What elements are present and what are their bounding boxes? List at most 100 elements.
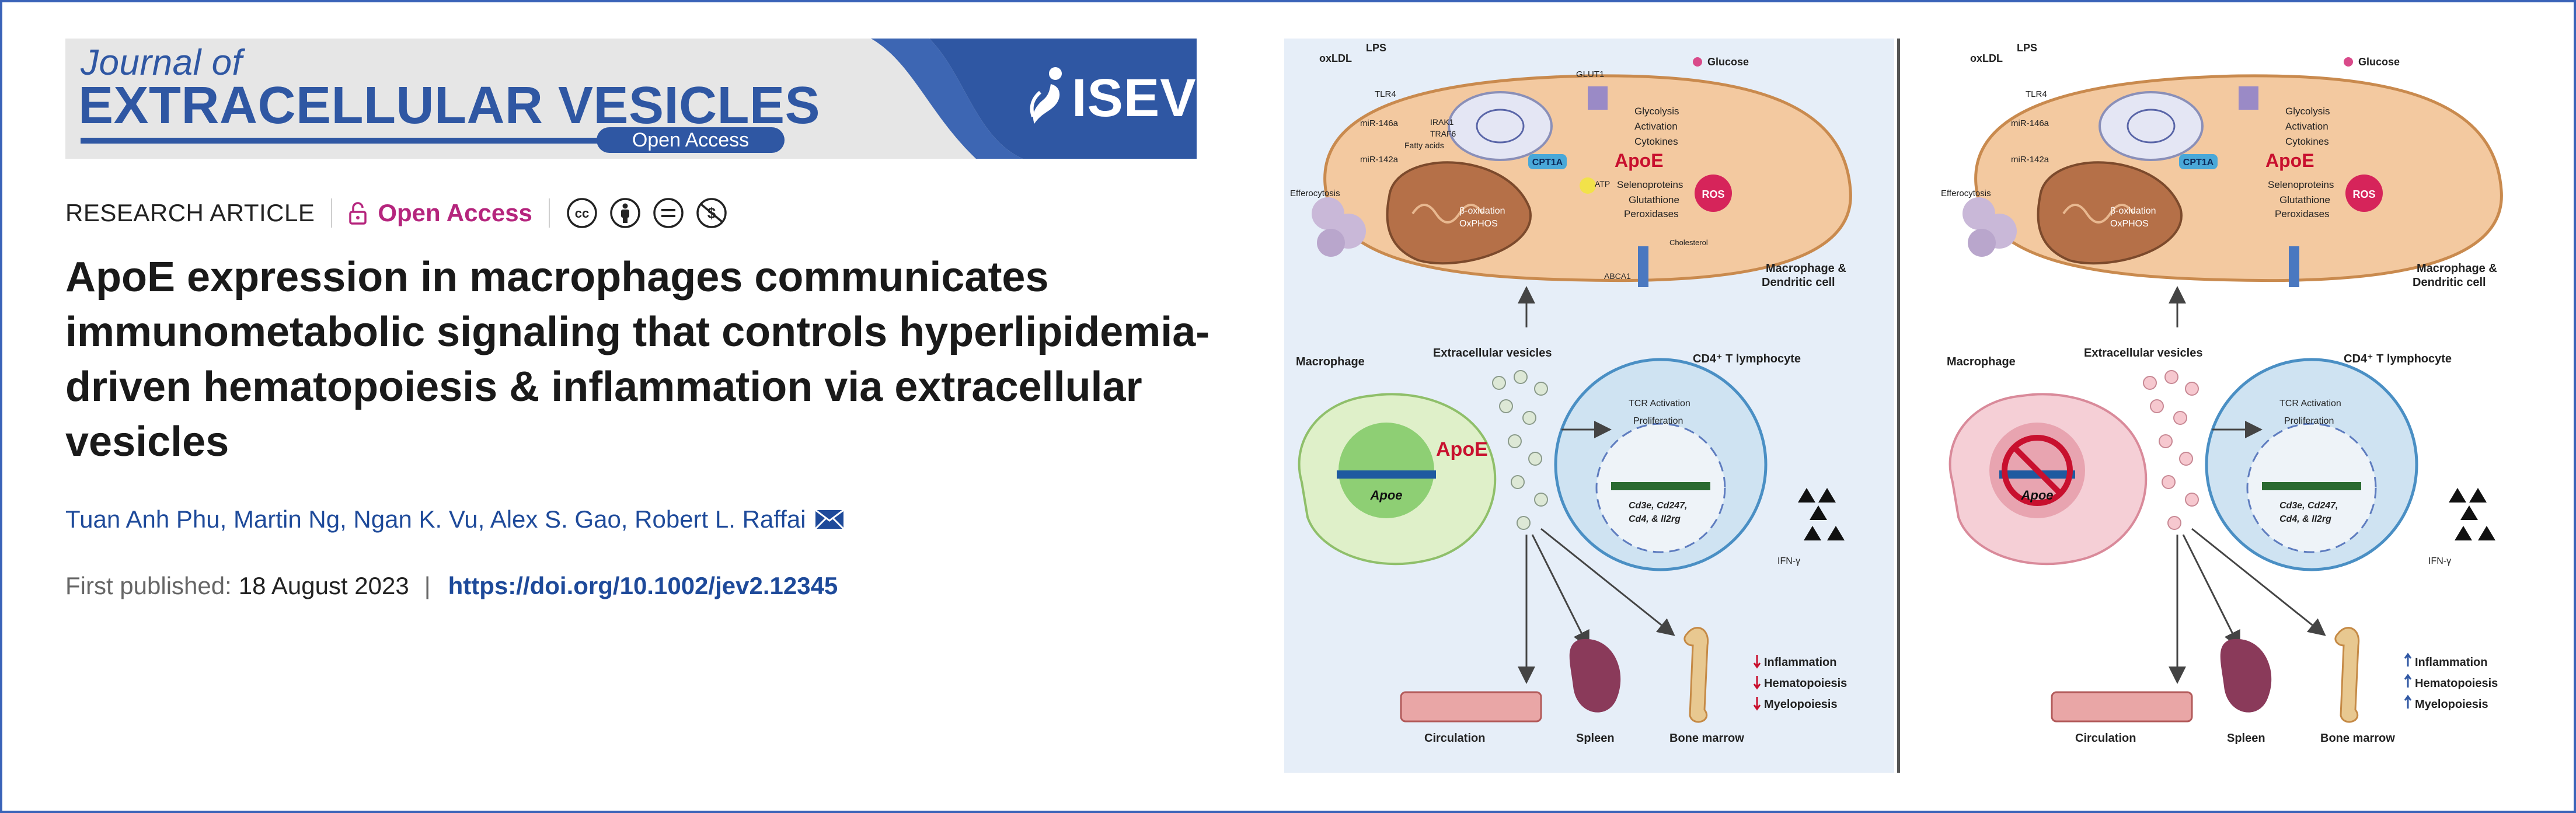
license-icons[interactable]: cc $ [566, 197, 727, 229]
by-attribution-icon[interactable] [609, 197, 641, 229]
left-mac-dc-cell: ROS oxLDL LPS TLR4 GLUT1 Glucose miR-146… [1290, 42, 1852, 289]
glycolysis-label-right: Glycolysis [2285, 106, 2330, 117]
traf6-label: TRAF6 [1430, 129, 1456, 138]
cpt1a-label: CPT1A [1532, 158, 1563, 168]
first-published-date: 18 August 2023 [238, 572, 409, 599]
glutathione-label-right: Glutathione [2279, 194, 2330, 205]
cc-icon[interactable]: cc [566, 197, 598, 229]
genes-label-line1-right: Cd3e, Cd247, [2279, 501, 2338, 511]
apoe-secreted-label: ApoE [1436, 438, 1488, 460]
author-link[interactable]: Martin Ng [233, 505, 340, 533]
ev-label-right: Extracellular vesicles [2084, 347, 2202, 360]
author-separator: , [621, 505, 635, 533]
first-published-label: First published: [65, 572, 232, 599]
genes-label-line2: Cd4, & Il2rg [1629, 514, 1681, 524]
journal-banner[interactable]: Journal of EXTRACELLULAR VESICLES Open A… [65, 39, 1197, 159]
bone-marrow-label-right: Bone marrow [2320, 732, 2395, 745]
tcell-label-right: CD4⁺ T lymphocyte [2344, 353, 2452, 365]
mac-dc-label-right: Macrophage & [2417, 262, 2497, 275]
mac-dc-label: Macrophage & [1766, 262, 1846, 275]
ifn-gamma-label: IFN-γ [1777, 556, 1800, 566]
macrophage-label-right: Macrophage [1947, 355, 2016, 368]
peroxidases-label: Peroxidases [1624, 208, 1679, 219]
article-meta-row: RESEARCH ARTICLE Open Access cc $ [65, 193, 727, 233]
peroxidases-label-right: Peroxidases [2275, 208, 2330, 219]
nc-non-commercial-icon[interactable]: $ [696, 197, 727, 229]
author-link[interactable]: Robert L. Raffai [635, 505, 806, 533]
apoe-gene-label: Apoe [1370, 488, 1403, 503]
cytokines-label: Cytokines [1634, 136, 1678, 147]
journal-name-line2: EXTRACELLULAR VESICLES [78, 76, 821, 135]
cytokines-label-right: Cytokines [2285, 136, 2329, 147]
myelopoiesis-label-right: Myelopoiesis [2415, 698, 2488, 711]
envelope-icon[interactable] [814, 509, 845, 530]
journal-name-line1: Journal of [81, 43, 243, 83]
left-organs: Circulation Spleen Bone marrow Inflammat… [1400, 627, 1847, 745]
author-separator: , [477, 505, 490, 533]
author-link[interactable]: Ngan K. Vu [353, 505, 478, 533]
author-names[interactable]: Tuan Anh Phu, Martin Ng, Ngan K. Vu, Ale… [65, 505, 806, 533]
inflammation-label-right: Inflammation [2415, 656, 2487, 669]
oxphos-label: OxPHOS [1459, 219, 1498, 229]
selenoproteins-label-right: Selenoproteins [2268, 179, 2334, 190]
nd-no-derivatives-icon[interactable] [653, 197, 684, 229]
open-access-label[interactable]: Open Access [378, 199, 532, 226]
apoe-gene-label-right: Apoe [2021, 488, 2054, 503]
spleen-label: Spleen [1576, 732, 1615, 745]
spleen-label-right: Spleen [2227, 732, 2265, 745]
efferocytosis-label: Efferocytosis [1290, 189, 1340, 198]
macrophage-label: Macrophage [1296, 355, 1365, 368]
author-separator: , [219, 505, 233, 533]
author-separator: , [340, 505, 354, 533]
tlr4-label-right: TLR4 [2026, 89, 2047, 99]
abca1-label: ABCA1 [1604, 271, 1631, 281]
mir146a-label-right: miR-146a [2011, 118, 2049, 128]
author-list: Tuan Anh Phu, Martin Ng, Ngan K. Vu, Ale… [65, 505, 845, 533]
banner-wave-shape [871, 39, 1197, 159]
glycolysis-label: Glycolysis [1634, 106, 1679, 117]
tcr-label: TCR Activation [1629, 399, 1690, 409]
author-link[interactable]: Tuan Anh Phu [65, 505, 220, 533]
mir146a-label: miR-146a [1360, 118, 1399, 128]
meta-divider [331, 198, 333, 228]
open-access-pill: Open Access [597, 127, 785, 153]
isev-logo[interactable]: ISEV [1027, 65, 1196, 130]
svg-text:cc: cc [575, 206, 589, 221]
article-type: RESEARCH ARTICLE [65, 199, 315, 226]
left-organ-arrows [1518, 528, 1675, 684]
proliferation-label-right: Proliferation [2284, 416, 2334, 426]
left-nucleus [1448, 91, 1553, 161]
myelopoiesis-label: Myelopoiesis [1764, 698, 1838, 711]
irak1-label: IRAK1 [1430, 117, 1454, 127]
inflammation-label: Inflammation [1764, 656, 1836, 669]
journal-underline [81, 138, 620, 144]
fatty-acids-label: Fatty acids [1404, 141, 1444, 150]
tcell-label: CD4⁺ T lymphocyte [1693, 353, 1801, 365]
cpt1a-label-right: CPT1A [2183, 158, 2214, 168]
tcr-label-right: TCR Activation [2279, 399, 2341, 409]
tlr4-label: TLR4 [1375, 89, 1396, 99]
ifn-gamma-label-right: IFN-γ [2428, 556, 2451, 566]
glucose-label-right: Glucose [2358, 56, 2400, 68]
left-t-cell: CD4⁺ T lymphocyte TCR Activation Prolife… [1554, 353, 1845, 571]
graphical-abstract[interactable]: ROS oxLDL LPS TLR4 GLUT1 Glucose miR-146… [1284, 39, 2565, 773]
doi-link[interactable]: https://doi.org/10.1002/jev2.12345 [448, 572, 838, 599]
hematopoiesis-label: Hematopoiesis [1764, 677, 1847, 690]
hematopoiesis-label-right: Hematopoiesis [2415, 677, 2498, 690]
activation-label-right: Activation [2285, 121, 2328, 132]
mir142a-label: miR-142a [1360, 155, 1399, 165]
mac-dc-label-line2: Dendritic cell [1762, 276, 1835, 289]
lps-label-right: LPS [2017, 42, 2037, 54]
isev-wordmark: ISEV [1072, 68, 1197, 128]
oxldl-label: oxLDL [1319, 53, 1352, 64]
oxldl-label-right: oxLDL [1970, 53, 2003, 64]
apoe-cell-label: ApoE [1615, 150, 1664, 171]
ros-label: ROS [1702, 189, 1724, 200]
article-title[interactable]: ApoE expression in macrophages communica… [65, 254, 1210, 465]
genes-label-line1: Cd3e, Cd247, [1629, 501, 1687, 511]
author-link[interactable]: Alex S. Gao [490, 505, 621, 533]
left-ros-burst [1695, 175, 1732, 212]
proliferation-label: Proliferation [1633, 416, 1683, 426]
open-lock-icon [349, 202, 367, 225]
